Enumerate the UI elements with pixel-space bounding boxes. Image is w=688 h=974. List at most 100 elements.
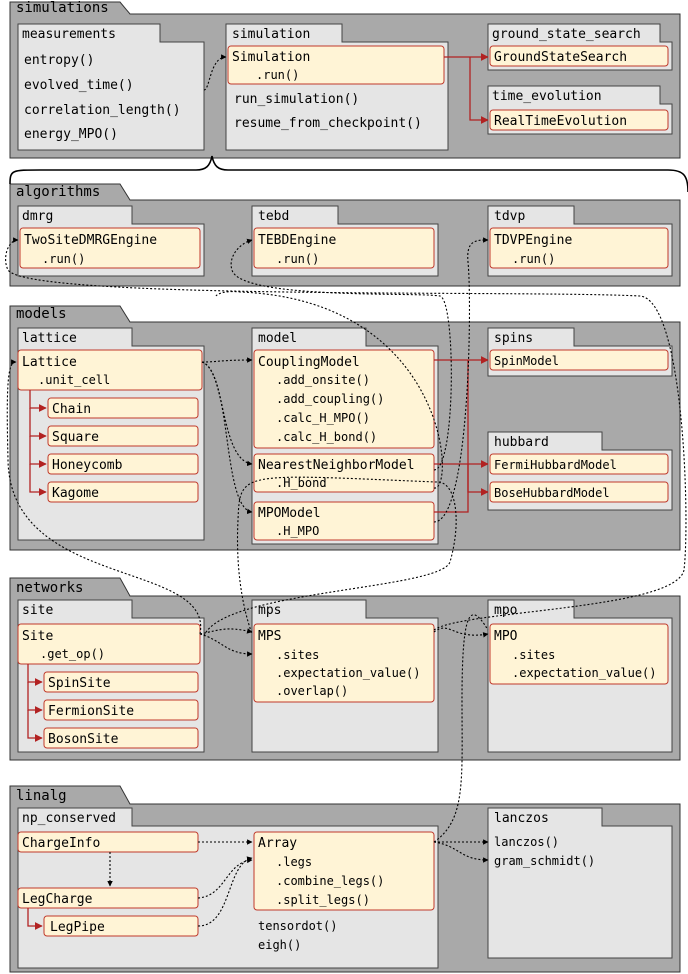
member-expectation_value: .expectation_value() xyxy=(512,666,657,680)
inherit-arrow-bosonsite xyxy=(27,710,43,742)
module-simulation: simulation xyxy=(225,23,449,151)
class-box-GroundStateSearch xyxy=(489,45,669,67)
dep-lattice-mpomodel xyxy=(201,361,253,515)
member-run: .run() xyxy=(42,252,85,266)
dep-site-lattice xyxy=(6,359,202,635)
package-label: algorithms xyxy=(16,184,100,200)
inherit-link-mpomodel xyxy=(434,360,469,513)
class-name-SpinSite: SpinSite xyxy=(48,676,111,691)
class-name-LegPipe: LegPipe xyxy=(50,920,105,935)
member-get_op: .get_op() xyxy=(40,647,105,661)
class-name-Simulation: Simulation xyxy=(232,50,310,65)
svg-text:mpo: mpo xyxy=(494,603,517,618)
dep-site-mps-2 xyxy=(199,633,253,657)
class-box-Kagome xyxy=(47,481,199,503)
svg-text:measurements: measurements xyxy=(22,27,116,42)
svg-text:lattice: lattice xyxy=(22,331,77,346)
function-energy_MPO: energy_MPO() xyxy=(24,127,118,142)
class-name-ChargeInfo: ChargeInfo xyxy=(22,836,100,851)
dep-measurements-simulation xyxy=(203,54,227,91)
class-name-GroundStateSearch: GroundStateSearch xyxy=(494,50,627,65)
class-box-TDVPEngine xyxy=(489,227,669,269)
function-entropy: entropy() xyxy=(24,53,94,68)
svg-text:simulation: simulation xyxy=(232,27,310,42)
class-name-BoseHubbardModel: BoseHubbardModel xyxy=(494,486,610,500)
class-name-Kagome: Kagome xyxy=(52,486,99,501)
member-expectation_value: .expectation_value() xyxy=(276,666,421,680)
svg-text:spins: spins xyxy=(494,331,533,346)
class-name-Chain: Chain xyxy=(52,402,91,417)
class-name-LegCharge: LegCharge xyxy=(22,892,93,907)
class-name-FermionSite: FermionSite xyxy=(48,704,134,719)
class-box-Simulation xyxy=(227,45,445,85)
svg-text:tdvp: tdvp xyxy=(494,209,525,224)
package-label: networks xyxy=(16,580,83,596)
function-eigh: eigh() xyxy=(258,938,301,952)
class-box-TwoSiteDMRGEngine xyxy=(19,227,201,269)
class-name-BosonSite: BosonSite xyxy=(48,732,119,747)
class-name-Site: Site xyxy=(22,629,53,644)
class-name-MPS: MPS xyxy=(258,629,281,644)
dep-mps-dmrg xyxy=(5,237,687,631)
module-lanczos: lanczos xyxy=(487,807,673,959)
class-box-TEBDEngine xyxy=(253,227,435,269)
member-split_legs: .split_legs() xyxy=(276,893,370,907)
function-correlation_length: correlation_length() xyxy=(24,103,181,118)
class-box-Lattice xyxy=(17,349,203,391)
function-lanczos: lanczos() xyxy=(494,835,559,849)
class-box-SpinSite xyxy=(43,671,199,693)
class-box-NearestNeighborModel xyxy=(253,453,435,493)
class-name-TEBDEngine: TEBDEngine xyxy=(258,233,336,248)
class-box-Square xyxy=(47,425,199,447)
class-name-MPOModel: MPOModel xyxy=(258,506,321,521)
function-evolved_time: evolved_time() xyxy=(24,78,134,93)
member-unit_cell: .unit_cell xyxy=(38,373,110,387)
svg-text:np_conserved: np_conserved xyxy=(22,811,116,826)
svg-text:ground_state_search: ground_state_search xyxy=(492,27,641,42)
member-H_bond: .H_bond xyxy=(276,476,327,490)
dep-mpomodel-tdvp xyxy=(433,237,489,523)
class-box-Site xyxy=(17,623,201,665)
svg-text:tebd: tebd xyxy=(258,209,289,224)
function-gram_schmidt: gram_schmidt() xyxy=(494,854,595,868)
class-box-MPO xyxy=(489,623,669,685)
class-name-SpinModel: SpinModel xyxy=(494,354,559,368)
svg-text:hubbard: hubbard xyxy=(494,435,549,450)
member-add_coupling: .add_coupling() xyxy=(276,392,384,406)
svg-text:time_evolution: time_evolution xyxy=(492,89,602,104)
class-name-TDVPEngine: TDVPEngine xyxy=(494,233,572,248)
member-run: .run() xyxy=(276,252,319,266)
class-name-Array: Array xyxy=(258,836,297,851)
member-add_onsite: .add_onsite() xyxy=(276,373,370,387)
class-box-FermionSite xyxy=(43,699,199,721)
inherit-arrow-kagome xyxy=(29,464,47,496)
brace-simulations-algorithms xyxy=(9,155,688,193)
class-name-TwoSiteDMRGEngine: TwoSiteDMRGEngine xyxy=(24,233,157,248)
svg-text:lanczos: lanczos xyxy=(494,811,549,826)
inherit-arrow-legpipe xyxy=(27,908,43,930)
svg-text:model: model xyxy=(258,331,297,346)
class-box-MPOModel xyxy=(253,501,435,541)
package-label: models xyxy=(16,306,67,322)
class-box-MPS xyxy=(253,623,435,703)
member-H_MPO: .H_MPO xyxy=(276,524,319,538)
class-name-CouplingModel: CouplingModel xyxy=(258,355,360,370)
dep-nnmodel-tebd xyxy=(230,238,452,471)
svg-text:mps: mps xyxy=(258,603,281,618)
class-box-RealTimeEvolution xyxy=(489,109,669,131)
class-name-RealTimeEvolution: RealTimeEvolution xyxy=(494,114,627,129)
svg-text:dmrg: dmrg xyxy=(22,209,53,224)
member-legs: .legs xyxy=(276,855,312,869)
class-box-Chain xyxy=(47,397,199,419)
dep-mps-mpo xyxy=(433,627,489,638)
package-label: simulations xyxy=(16,0,109,16)
class-name-Square: Square xyxy=(52,430,99,445)
member-calc_H_bond: .calc_H_bond() xyxy=(276,430,377,444)
function-run_simulation: run_simulation() xyxy=(234,92,359,107)
class-box-BosonSite xyxy=(43,727,199,749)
class-box-Honeycomb xyxy=(47,453,199,475)
class-box-BoseHubbardModel xyxy=(489,481,669,503)
member-overlap: .overlap() xyxy=(276,684,348,698)
class-name-Lattice: Lattice xyxy=(22,355,77,370)
class-name-Honeycomb: Honeycomb xyxy=(52,458,123,473)
